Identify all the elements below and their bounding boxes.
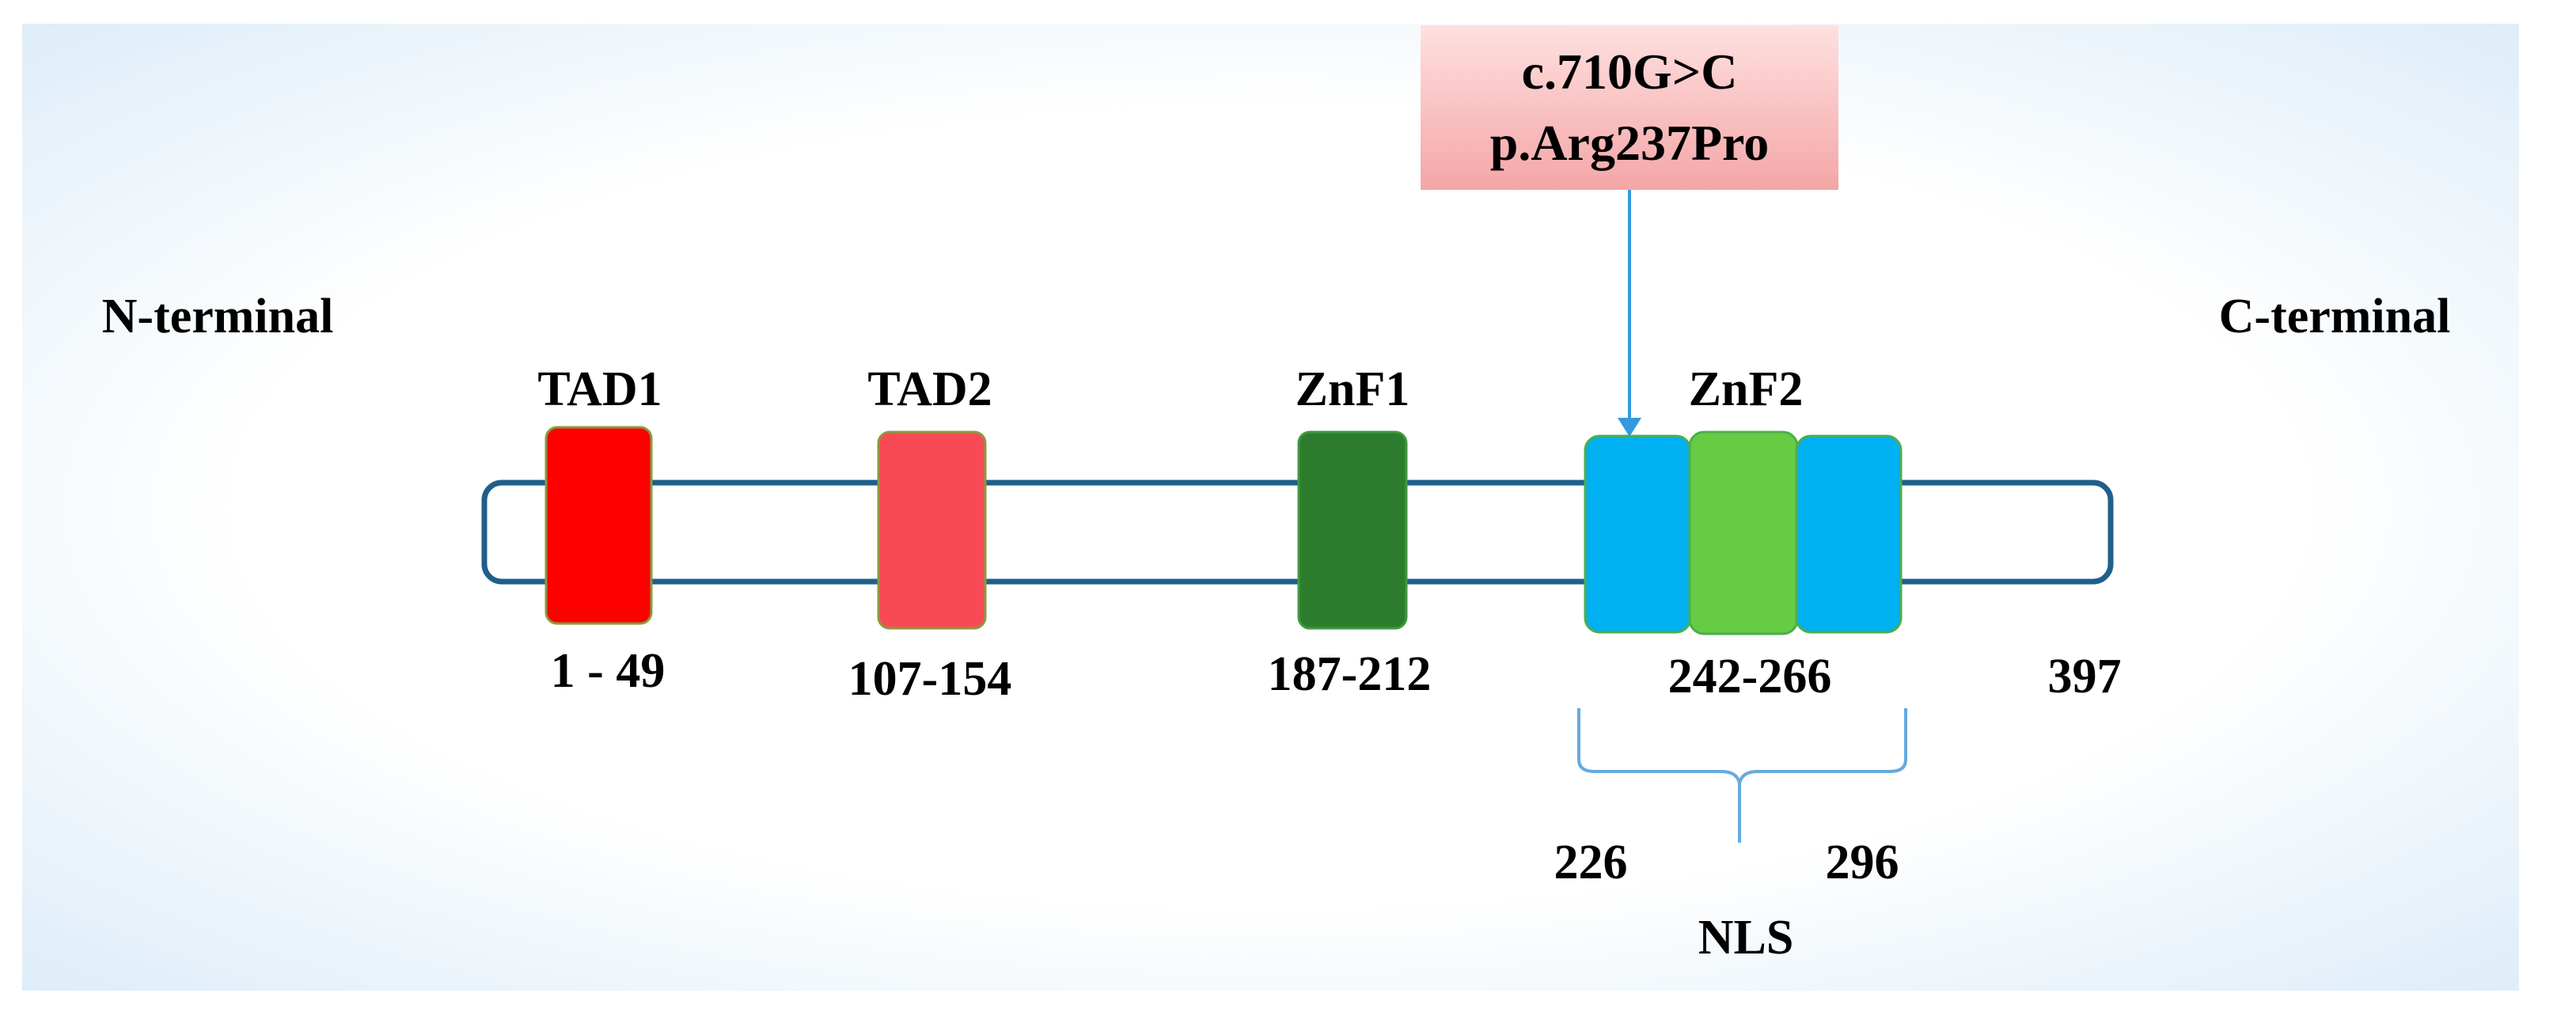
domain-znf2-right bbox=[1795, 434, 1903, 634]
domain-znf2-center bbox=[1688, 430, 1799, 635]
nls-bracket bbox=[1577, 708, 1907, 843]
domain-range-znf1: 187-212 bbox=[1268, 647, 1432, 701]
nls-end-position: 296 bbox=[1826, 836, 1899, 889]
domain-range-tad1: 1 - 49 bbox=[551, 644, 666, 698]
mutation-protein-label: p.Arg237Pro bbox=[1490, 115, 1770, 171]
nls-label: NLS bbox=[1698, 911, 1794, 965]
domain-tad1 bbox=[544, 426, 653, 625]
domain-range-tad2: 107-154 bbox=[848, 652, 1012, 706]
c-terminal-label: C-terminal bbox=[2219, 290, 2451, 343]
domain-title-znf2: ZnF2 bbox=[1689, 362, 1804, 416]
protein-end-position: 397 bbox=[2048, 650, 2122, 703]
domain-range-znf2: 242-266 bbox=[1668, 650, 1832, 703]
n-terminal-label: N-terminal bbox=[102, 290, 334, 343]
domain-tad2 bbox=[877, 430, 987, 630]
domain-znf2-left bbox=[1584, 434, 1692, 634]
domain-title-tad2: TAD2 bbox=[867, 362, 992, 416]
domain-znf1 bbox=[1297, 430, 1408, 630]
mutation-box bbox=[1421, 25, 1838, 190]
mutation-pointer-arrowhead bbox=[1618, 418, 1641, 437]
nls-start-position: 226 bbox=[1554, 836, 1628, 889]
domain-title-znf1: ZnF1 bbox=[1296, 362, 1410, 416]
domain-title-tad1: TAD1 bbox=[537, 362, 662, 416]
mutation-cdna-label: c.710G>C bbox=[1522, 44, 1738, 100]
